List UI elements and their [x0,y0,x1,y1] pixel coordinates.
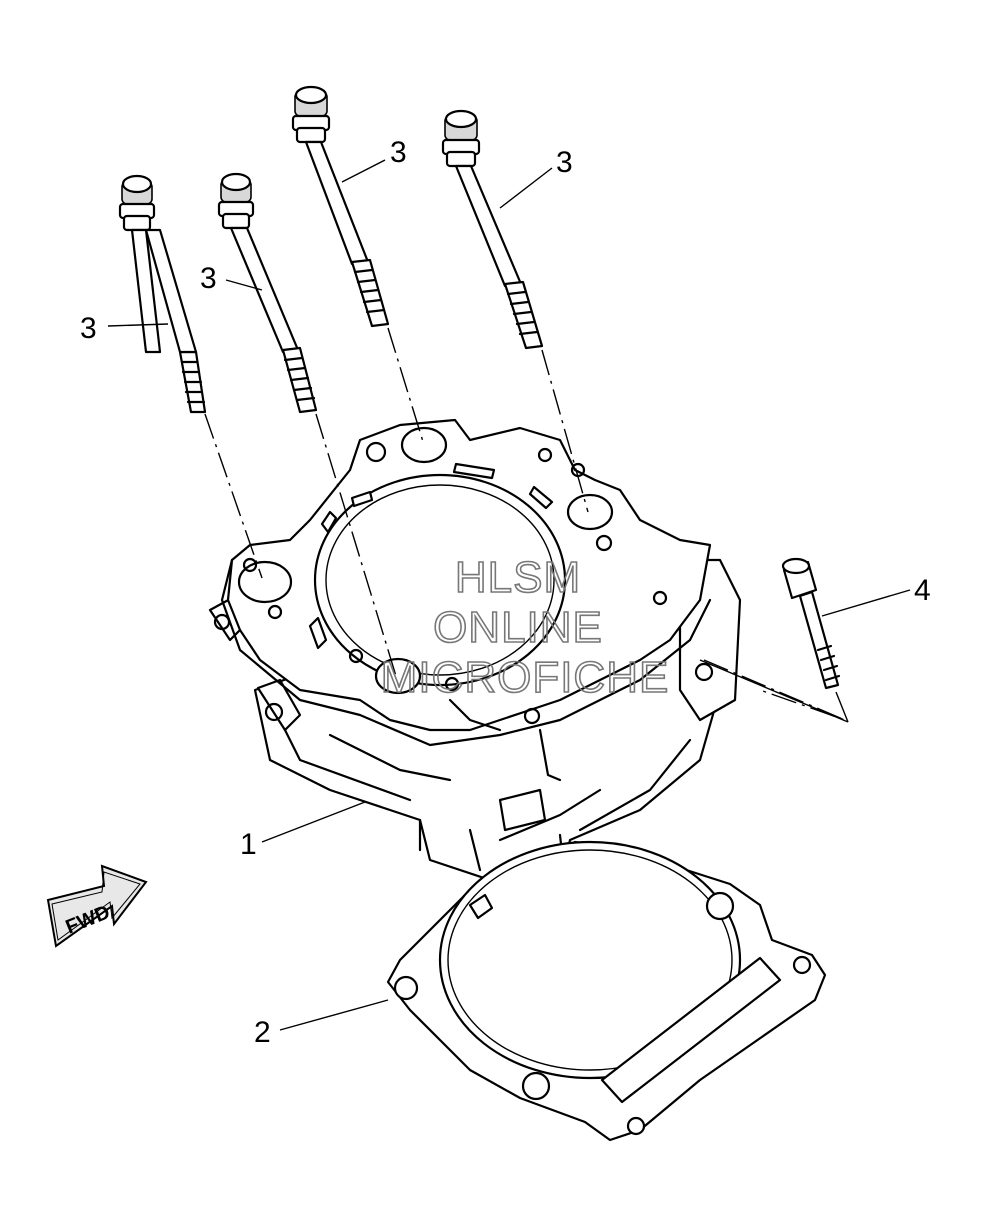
cylinder-stud-bolt-b [217,172,318,414]
callout-cylinder: 1 [240,828,257,861]
cylinder-part [208,418,742,892]
cylinder-base-gasket [386,840,827,1142]
callout-bolt-d: 3 [556,146,573,179]
callout-gasket: 2 [254,1016,271,1049]
bolt-screw-part [699,557,849,723]
callout-bolt-c: 3 [390,136,407,169]
assembly-centerlines [204,327,846,721]
cylinder-stud-bolt-d [441,109,544,350]
callout-bolt-a: 3 [80,312,97,345]
cylinder-stud-bolt-c [291,85,390,328]
watermark-line-3: MICROFICHE [381,653,670,702]
callout-bolt-b: 3 [200,262,217,295]
forward-arrow-icon: FWD [46,864,148,948]
cylinder-stud-bolt-a [118,174,207,414]
watermark-line-2: ONLINE [433,603,603,652]
watermark-line-1: HLSM [455,553,581,602]
watermark: HLSM ONLINE MICROFICHE [380,552,670,703]
callout-screw: 4 [914,574,931,607]
leader-lines [107,159,911,1031]
